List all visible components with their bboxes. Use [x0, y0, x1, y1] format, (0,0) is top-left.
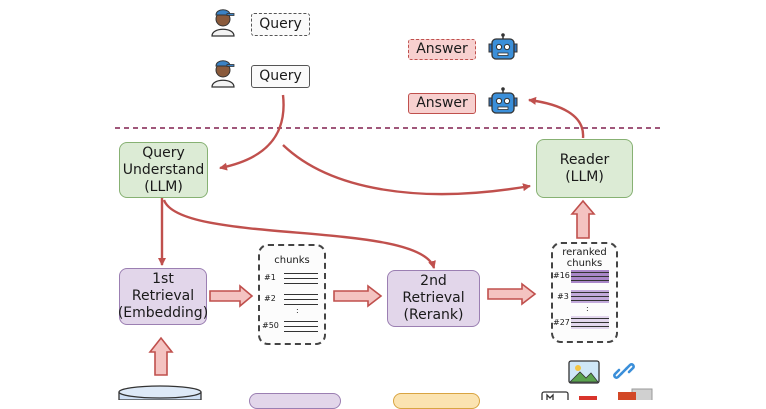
person-icon — [211, 9, 235, 37]
reranked-ellipsis: : — [586, 304, 589, 313]
chunk-line — [571, 300, 609, 302]
chunk-line — [571, 280, 609, 282]
chunk-line — [571, 276, 609, 278]
chunk-tag: #50 — [262, 321, 279, 330]
arrow-query-to-reader — [282, 144, 531, 196]
first-retrieval-label-1: 1st Retrieval — [131, 271, 195, 304]
reader-label-1: Reader — [559, 151, 610, 168]
markdown-icon — [541, 391, 569, 400]
document-icon — [618, 388, 653, 400]
chunk-line — [571, 318, 609, 320]
chunk-line — [284, 294, 318, 296]
query-understand-label-1: Query — [142, 144, 185, 161]
chunk-tag: #1 — [264, 273, 276, 282]
chunk-line — [571, 326, 609, 328]
chunk-line — [284, 321, 318, 323]
arrow-understand-to-second — [162, 199, 436, 269]
chunk-line — [284, 283, 318, 285]
query-box: Query — [251, 65, 310, 88]
first-retrieval-node: 1st Retrieval (Embedding) — [117, 268, 209, 325]
chunks-document: chunks #1 #2 : #50 — [258, 244, 326, 345]
first-retrieval-label-2: (Embedding) — [117, 305, 209, 321]
query-understand-label-2: Understand — [122, 161, 205, 178]
diagram-connectors — [115, 94, 662, 376]
bottom-yellow-box — [393, 393, 480, 409]
arrow-reranked-to-reader — [570, 199, 596, 239]
bottom-purple-box — [249, 393, 341, 409]
chunk-line — [571, 296, 609, 298]
chunk-line — [284, 278, 318, 280]
chunk-line — [284, 273, 318, 275]
chunk-line — [284, 299, 318, 301]
second-retrieval-node: 2nd Retrieval (Rerank) — [387, 270, 480, 327]
pdf-icon — [579, 396, 597, 400]
robot-icon — [488, 33, 518, 60]
reranked-chunks-document: reranked chunks #16 #3 : #27 — [551, 242, 618, 343]
reranked-title-2: chunks — [566, 258, 603, 269]
second-retrieval-label-1: 2nd Retrieval — [402, 273, 465, 306]
chunk-line — [284, 304, 318, 306]
chunk-ellipsis: : — [296, 306, 299, 315]
reranked-title-1: reranked — [562, 247, 607, 258]
reranked-tag: #3 — [557, 292, 569, 301]
chunk-line — [284, 331, 318, 333]
robot-icon — [488, 87, 518, 114]
image-icon — [568, 360, 600, 384]
arrow-db-to-first — [148, 336, 174, 376]
arrow-query-to-understand — [219, 94, 285, 171]
chunk-line — [571, 322, 609, 324]
answer-box: Answer — [408, 93, 476, 114]
chunk-tag: #2 — [264, 294, 276, 303]
query-understand-label-3: (LLM) — [144, 178, 183, 195]
reranked-tag: #27 — [553, 318, 570, 327]
chunks-title: chunks — [274, 255, 310, 266]
reranked-tag: #16 — [553, 271, 570, 280]
arrow-first-to-chunks — [209, 284, 254, 308]
chunk-line — [284, 326, 318, 328]
reader-node: Reader (LLM) — [536, 139, 633, 198]
query-understand-node: Query Understand (LLM) — [119, 142, 208, 198]
chunk-line — [571, 292, 609, 294]
reader-label-2: (LLM) — [565, 168, 604, 185]
arrow-chunks-to-second — [333, 284, 383, 308]
arrow-reader-to-answer — [528, 96, 585, 139]
second-retrieval-label-2: (Rerank) — [403, 307, 464, 323]
chunk-line — [571, 272, 609, 274]
database-icon — [118, 385, 202, 400]
answer-box-dashed: Answer — [408, 39, 476, 60]
query-box-dashed: Query — [251, 13, 310, 36]
person-icon — [211, 60, 235, 88]
link-icon — [613, 363, 635, 379]
arrow-second-to-reranked — [487, 282, 537, 306]
